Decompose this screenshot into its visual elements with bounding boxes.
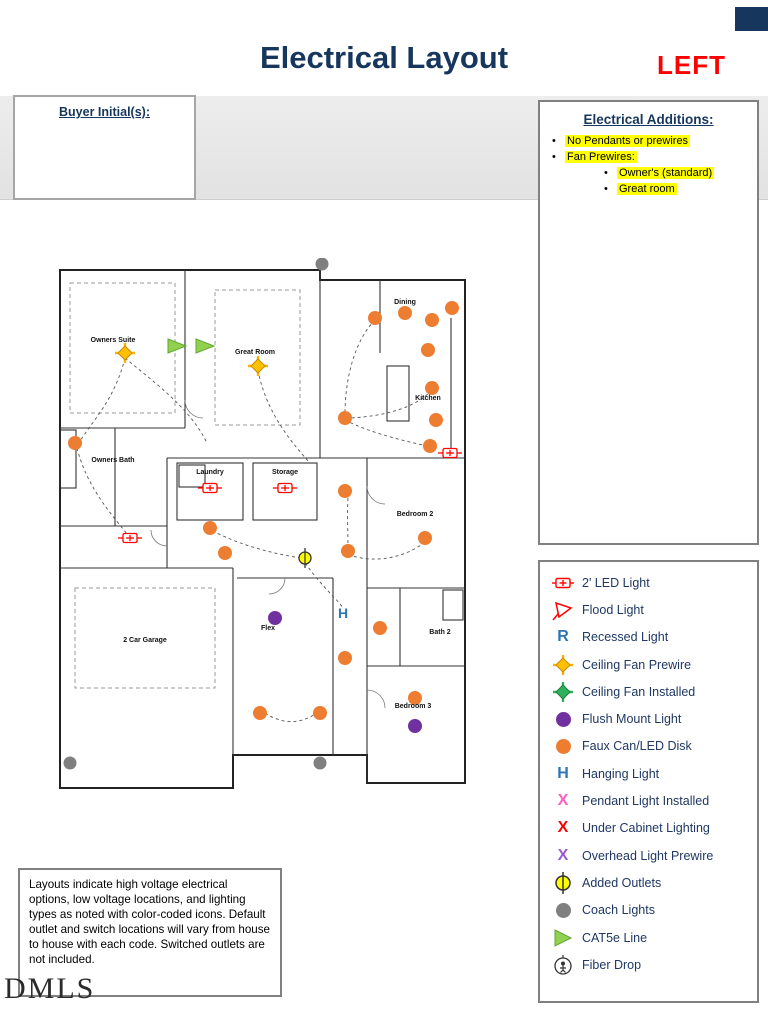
- faux-can-icon: [550, 738, 576, 754]
- addition-text: Fan Prewires:: [565, 151, 637, 163]
- pendant-light-icon: X: [557, 792, 569, 810]
- legend-label: Hanging Light: [582, 766, 660, 781]
- ceiling-fan-prewire-icons: [115, 343, 268, 376]
- faux-can-icons: [68, 301, 459, 720]
- legend-row: Faux Can/LED Disk: [540, 733, 757, 760]
- room-label-flex: Flex: [261, 625, 275, 632]
- room-label-storage: Storage: [272, 469, 298, 476]
- addition-text: Great room: [617, 183, 677, 195]
- legend-row: R Recessed Light: [540, 624, 757, 651]
- hanging-light-icon: H: [557, 764, 569, 782]
- legend-label: CAT5e Line: [582, 930, 648, 945]
- room-label-kitchen: Kitchen: [415, 395, 441, 402]
- electrical-additions-list: •No Pendants or prewires •Fan Prewires: …: [540, 135, 757, 195]
- legend-label: Ceiling Fan Prewire: [582, 657, 692, 672]
- watermark: DMLS: [4, 972, 96, 1005]
- room-labels: Owners Suite Great Room Dining Kitchen O…: [91, 299, 451, 710]
- buyer-initials-area[interactable]: [15, 119, 194, 179]
- legend-row: X Under Cabinet Lighting: [540, 815, 757, 842]
- room-label-garage: 2 Car Garage: [123, 637, 167, 644]
- page-title: Electrical Layout: [259, 40, 509, 75]
- legend-row: CAT5e Line: [540, 924, 757, 951]
- added-outlet-icon: [298, 548, 312, 568]
- flush-mount-icons: [268, 611, 422, 733]
- legend-row: H Hanging Light: [540, 760, 757, 787]
- led-light-icons: [118, 447, 462, 544]
- legend-label: Coach Lights: [582, 903, 655, 918]
- legend-row: X Overhead Light Prewire: [540, 842, 757, 869]
- legend-label: Faux Can/LED Disk: [582, 739, 692, 754]
- flood-light-icon: [550, 598, 576, 622]
- legend-label: Overhead Light Prewire: [582, 848, 714, 863]
- ceiling-fan-installed-icon: [550, 680, 576, 704]
- coach-light-icons: [63, 257, 329, 770]
- room-label-great-room: Great Room: [235, 349, 275, 356]
- floor-plan: H Owners Suite Great Room Dining Kitchen…: [59, 257, 466, 789]
- floor-plan-container: H Owners Suite Great Room Dining Kitchen…: [55, 257, 475, 798]
- recessed-light-icon: R: [557, 628, 569, 646]
- ceiling-fan-prewire-icon: [550, 653, 576, 677]
- hanging-light-icon: H: [338, 605, 348, 621]
- legend-label: Recessed Light: [582, 630, 669, 645]
- legend-label: Flood Light: [582, 602, 644, 617]
- legend-box: 2' LED Light Flood Light R Recessed Ligh…: [538, 560, 759, 1003]
- added-outlets-icon: [550, 871, 576, 895]
- electrical-additions-box: Electrical Additions: •No Pendants or pr…: [538, 100, 759, 545]
- electrical-additions-title: Electrical Additions:: [583, 112, 714, 127]
- room-label-laundry: Laundry: [196, 469, 224, 476]
- disclaimer-box: Layouts indicate high voltage electrical…: [18, 868, 282, 997]
- room-label-owners-suite: Owners Suite: [91, 337, 136, 344]
- legend-label: Added Outlets: [582, 875, 662, 890]
- cat5e-icons: [167, 338, 216, 354]
- addition-text: No Pendants or prewires: [565, 135, 691, 147]
- room-label-bath-2: Bath 2: [429, 629, 451, 636]
- legend-row: Fiber Drop: [540, 951, 757, 978]
- fiber-drop-icon: [550, 953, 576, 977]
- legend-row: Coach Lights: [540, 897, 757, 924]
- buyer-initials-box: Buyer Initial(s):: [13, 95, 196, 200]
- legend-row: 2' LED Light: [540, 569, 757, 596]
- legend-row: Ceiling Fan Prewire: [540, 651, 757, 678]
- legend-label: 2' LED Light: [582, 575, 650, 590]
- led-light-icon: [550, 571, 576, 595]
- room-label-dining: Dining: [394, 299, 416, 306]
- legend-label: Ceiling Fan Installed: [582, 684, 696, 699]
- room-label-bedroom-3: Bedroom 3: [395, 703, 432, 710]
- disclaimer-text: Layouts indicate high voltage electrical…: [29, 878, 271, 967]
- room-label-owners-bath: Owners Bath: [91, 457, 134, 464]
- room-label-bedroom-2: Bedroom 2: [397, 511, 434, 518]
- flush-mount-light-icon: [550, 711, 576, 727]
- overhead-prewire-icon: X: [557, 846, 569, 864]
- legend-row: Flood Light: [540, 596, 757, 623]
- legend-row: Flush Mount Light: [540, 705, 757, 732]
- corner-mark: [735, 7, 768, 31]
- legend-row: Added Outlets: [540, 869, 757, 896]
- legend-label: Pendant Light Installed: [582, 794, 710, 809]
- legend-row: X Pendant Light Installed: [540, 787, 757, 814]
- legend-label: Under Cabinet Lighting: [582, 821, 710, 836]
- coach-lights-icon: [550, 902, 576, 918]
- cat5e-icon: [550, 926, 576, 950]
- side-label: LEFT: [657, 50, 726, 80]
- addition-text: Owner's (standard): [617, 167, 715, 179]
- wiring-dashes: [76, 319, 433, 722]
- legend-label: Fiber Drop: [582, 957, 642, 972]
- addition-sub-bullet: •Owner's (standard): [604, 167, 715, 179]
- buyer-initials-label: Buyer Initial(s):: [59, 105, 150, 119]
- legend-label: Flush Mount Light: [582, 712, 682, 727]
- under-cabinet-icon: X: [557, 819, 569, 837]
- addition-bullet: •Fan Prewires:: [552, 151, 637, 163]
- door-swings: [150, 399, 386, 709]
- addition-bullet: •No Pendants or prewires: [552, 135, 691, 147]
- addition-sub-bullet: •Great room: [604, 183, 677, 195]
- legend-row: Ceiling Fan Installed: [540, 678, 757, 705]
